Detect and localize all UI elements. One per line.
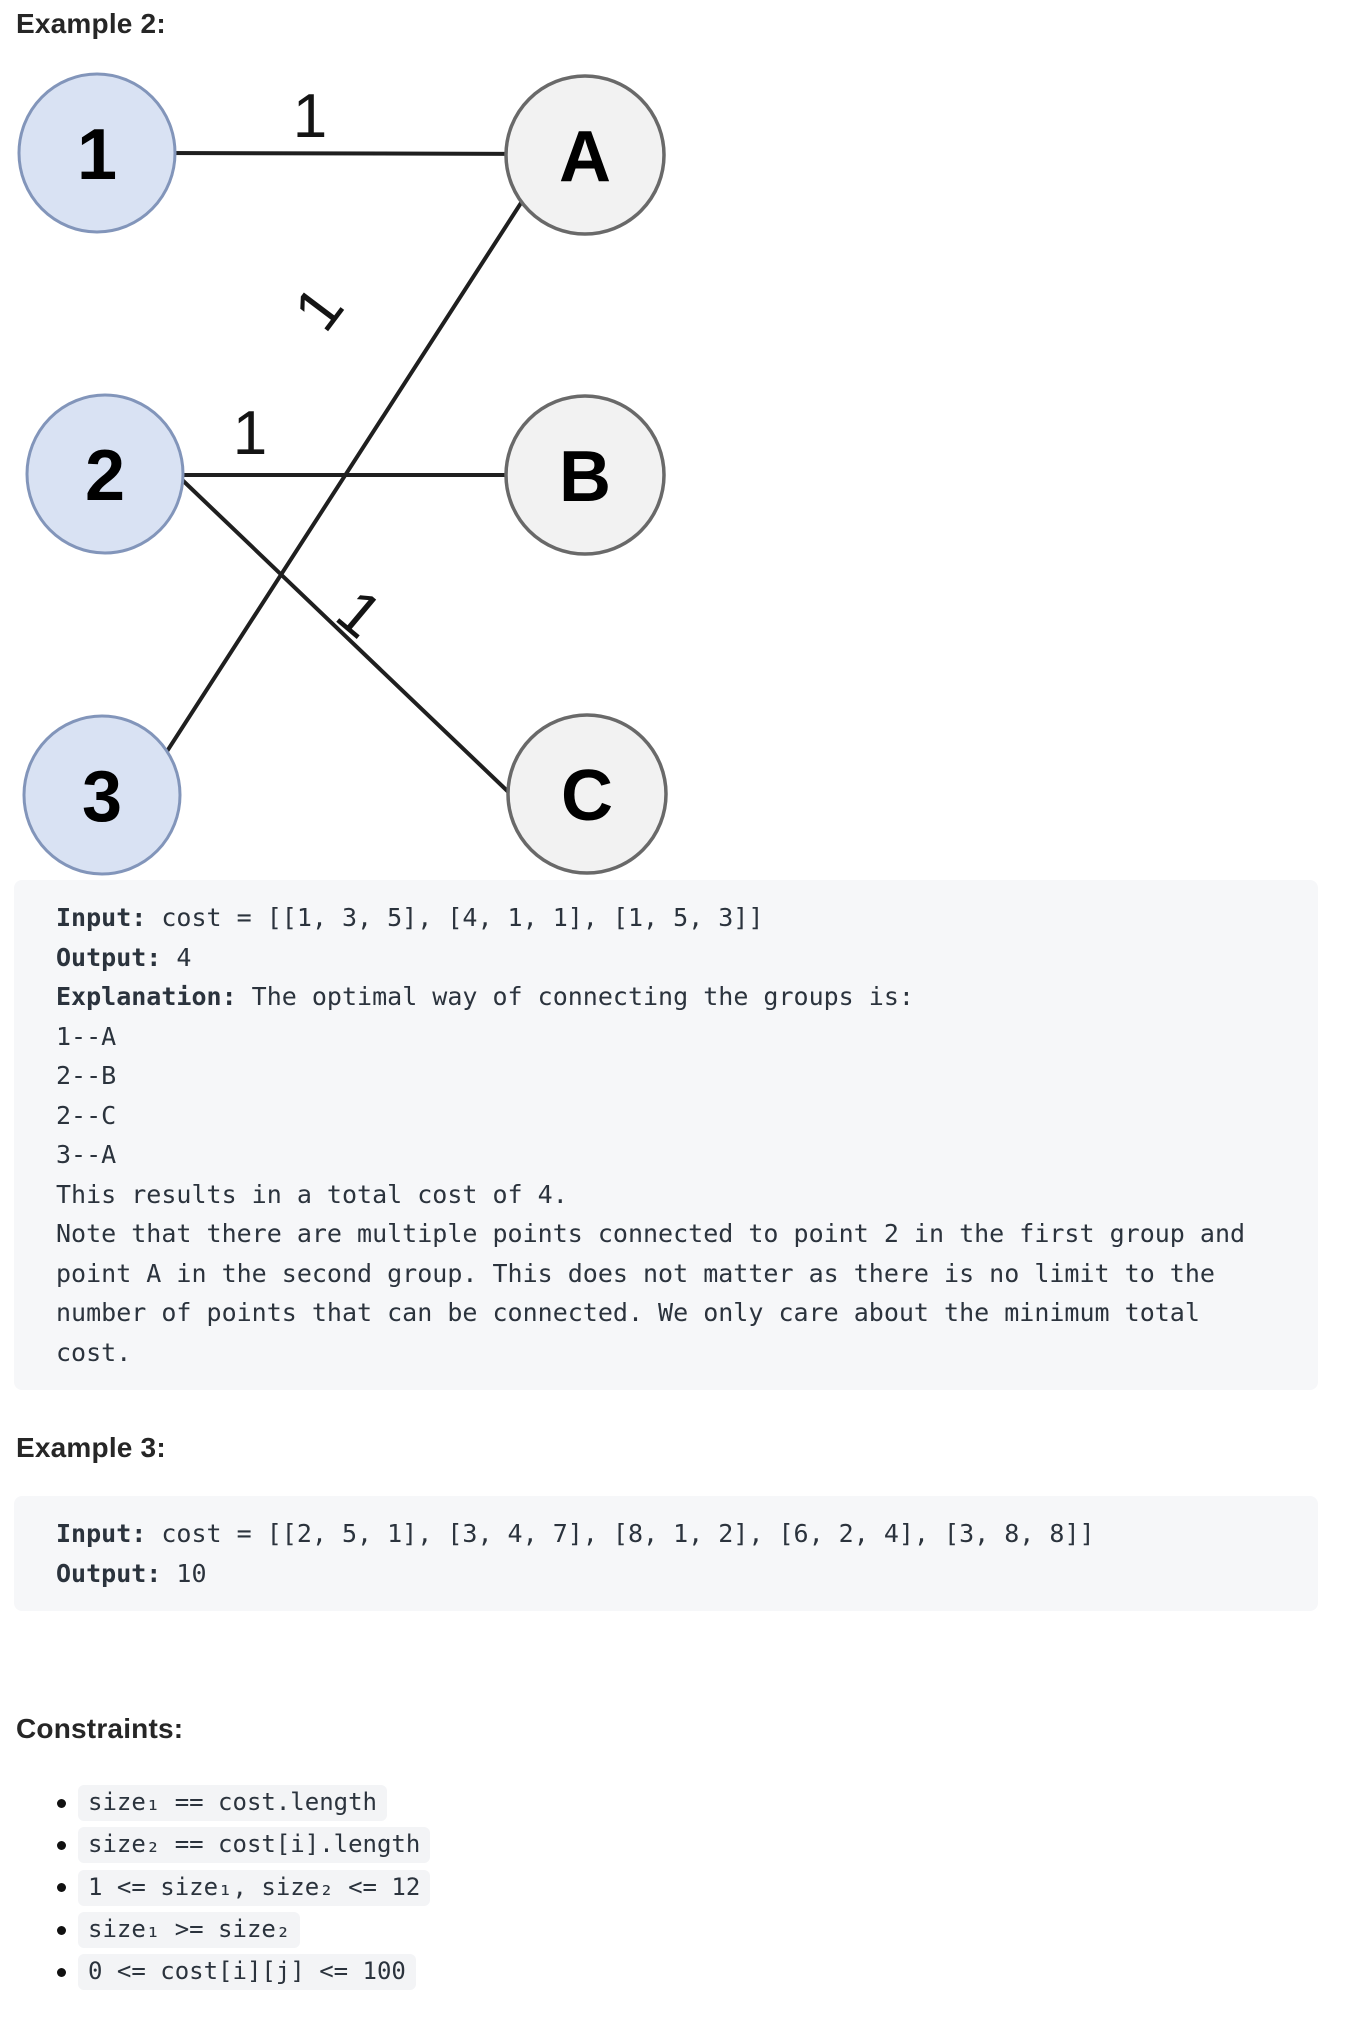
constraint-item: 1 <= size₁, size₂ <= 12 bbox=[57, 1867, 431, 1909]
node-1-circle bbox=[17, 72, 177, 234]
input-value: cost = [[2, 5, 1], [3, 4, 7], [8, 1, 2],… bbox=[146, 1519, 1095, 1548]
explanation-text: number of points that can be connected. … bbox=[56, 1298, 1200, 1327]
input-value: cost = [[1, 3, 5], [4, 1, 1], [1, 5, 3]] bbox=[146, 903, 764, 932]
explanation-text: point A in the second group. This does n… bbox=[56, 1258, 1215, 1288]
constraint-code-chip: size₂ == cost[i].length bbox=[78, 1827, 431, 1864]
edge-weight-2-C: 1 bbox=[324, 577, 395, 652]
example3-code-block: Input: cost = [[2, 5, 1], [3, 4, 7], [8,… bbox=[14, 1496, 1318, 1611]
edge-weight-2-B: 1 bbox=[233, 399, 267, 468]
bipartite-graph-diagram: 1 1 1 1 1 2 3 A B C bbox=[17, 72, 668, 876]
explanation-text: The optimal way of connecting the groups… bbox=[236, 982, 914, 1011]
bullet-icon bbox=[57, 1840, 66, 1850]
output-label: Output: bbox=[56, 1558, 162, 1588]
constraint-code-chip: size₁ >= size₂ bbox=[78, 1912, 301, 1949]
input-label: Input: bbox=[56, 903, 147, 932]
constraint-item: 0 <= cost[i][j] <= 100 bbox=[57, 1951, 430, 1993]
pairing-2-B: 2--B bbox=[56, 1061, 117, 1090]
code-line: Input: cost = [[2, 5, 1], [3, 4, 7], [8,… bbox=[56, 1514, 1294, 1554]
explanation-text: This results in a total cost of 4. bbox=[56, 1179, 568, 1209]
code-line: 2--B bbox=[56, 1056, 1294, 1096]
bullet-icon bbox=[57, 1967, 66, 1977]
pairing-2-C: 2--C bbox=[56, 1100, 117, 1130]
output-value: 4 bbox=[161, 942, 192, 972]
example2-heading: Example 2: bbox=[16, 8, 166, 39]
node-3-label: 3 bbox=[82, 757, 122, 837]
constraint-item: size₂ == cost[i].length bbox=[57, 1824, 431, 1866]
edge-weight-3-A: 1 bbox=[281, 274, 357, 343]
bullet-icon bbox=[57, 1883, 66, 1893]
edge-2-C bbox=[173, 471, 547, 829]
code-line: number of points that can be connected. … bbox=[56, 1293, 1294, 1333]
node-3-circle bbox=[22, 714, 182, 876]
explanation-text: Note that there are multiple points conn… bbox=[56, 1219, 1246, 1248]
example2-code-block: Input: cost = [[1, 3, 5], [4, 1, 1], [1,… bbox=[14, 880, 1318, 1390]
code-line: 2--C bbox=[56, 1096, 1294, 1136]
node-B-circle bbox=[504, 394, 666, 556]
code-line: Output: 4 bbox=[56, 938, 1294, 978]
constraint-code-chip: 0 <= cost[i][j] <= 100 bbox=[78, 1954, 416, 1991]
input-label: Input: bbox=[56, 1519, 147, 1548]
group1-nodes: 1 2 3 bbox=[17, 72, 185, 876]
constraint-item: size₁ >= size₂ bbox=[57, 1909, 430, 1951]
pairing-3-A: 3--A bbox=[56, 1140, 117, 1169]
code-line: 1--A bbox=[56, 1017, 1294, 1057]
code-line: This results in a total cost of 4. bbox=[56, 1175, 1294, 1215]
code-line: Note that there are multiple points conn… bbox=[56, 1214, 1294, 1254]
output-value: 10 bbox=[161, 1558, 207, 1588]
code-line: cost. bbox=[56, 1333, 1294, 1373]
code-line: Output: 10 bbox=[56, 1554, 1294, 1594]
node-2-label: 2 bbox=[85, 436, 125, 516]
node-B-label: B bbox=[559, 437, 611, 517]
explanation-label: Explanation: bbox=[56, 982, 237, 1011]
node-A-circle bbox=[504, 74, 666, 236]
node-C-circle bbox=[506, 713, 668, 875]
explanation-text: cost. bbox=[56, 1337, 132, 1367]
group2-nodes: A B C bbox=[504, 74, 668, 875]
bullet-icon bbox=[57, 1925, 66, 1935]
edge-lines bbox=[140, 151, 562, 829]
code-line: point A in the second group. This does n… bbox=[56, 1254, 1294, 1294]
bullet-icon bbox=[57, 1798, 66, 1808]
output-label: Output: bbox=[56, 942, 162, 972]
code-line: Explanation: The optimal way of connecti… bbox=[56, 977, 1294, 1017]
code-line: Input: cost = [[1, 3, 5], [4, 1, 1], [1,… bbox=[56, 898, 1294, 938]
constraint-code-chip: size₁ == cost.length bbox=[78, 1785, 387, 1822]
pairing-1-A: 1--A bbox=[56, 1021, 117, 1051]
constraints-heading: Constraints: bbox=[16, 1713, 184, 1744]
edge-3-A bbox=[140, 187, 532, 792]
constraint-item: size₁ == cost.length bbox=[57, 1782, 430, 1824]
node-A-label: A bbox=[559, 117, 611, 197]
node-2-circle bbox=[25, 393, 185, 555]
edge-weight-1-A: 1 bbox=[293, 82, 327, 151]
code-line: 3--A bbox=[56, 1135, 1294, 1175]
edge-1-A bbox=[158, 151, 562, 156]
example3-heading: Example 3: bbox=[16, 1432, 166, 1463]
constraints-list: size₁ == cost.length size₂ == cost[i].le… bbox=[57, 1782, 431, 1993]
edge-weight-labels: 1 1 1 1 bbox=[233, 82, 395, 652]
constraint-code-chip: 1 <= size₁, size₂ <= 12 bbox=[78, 1869, 431, 1906]
node-1-label: 1 bbox=[77, 115, 117, 195]
node-C-label: C bbox=[561, 756, 613, 836]
